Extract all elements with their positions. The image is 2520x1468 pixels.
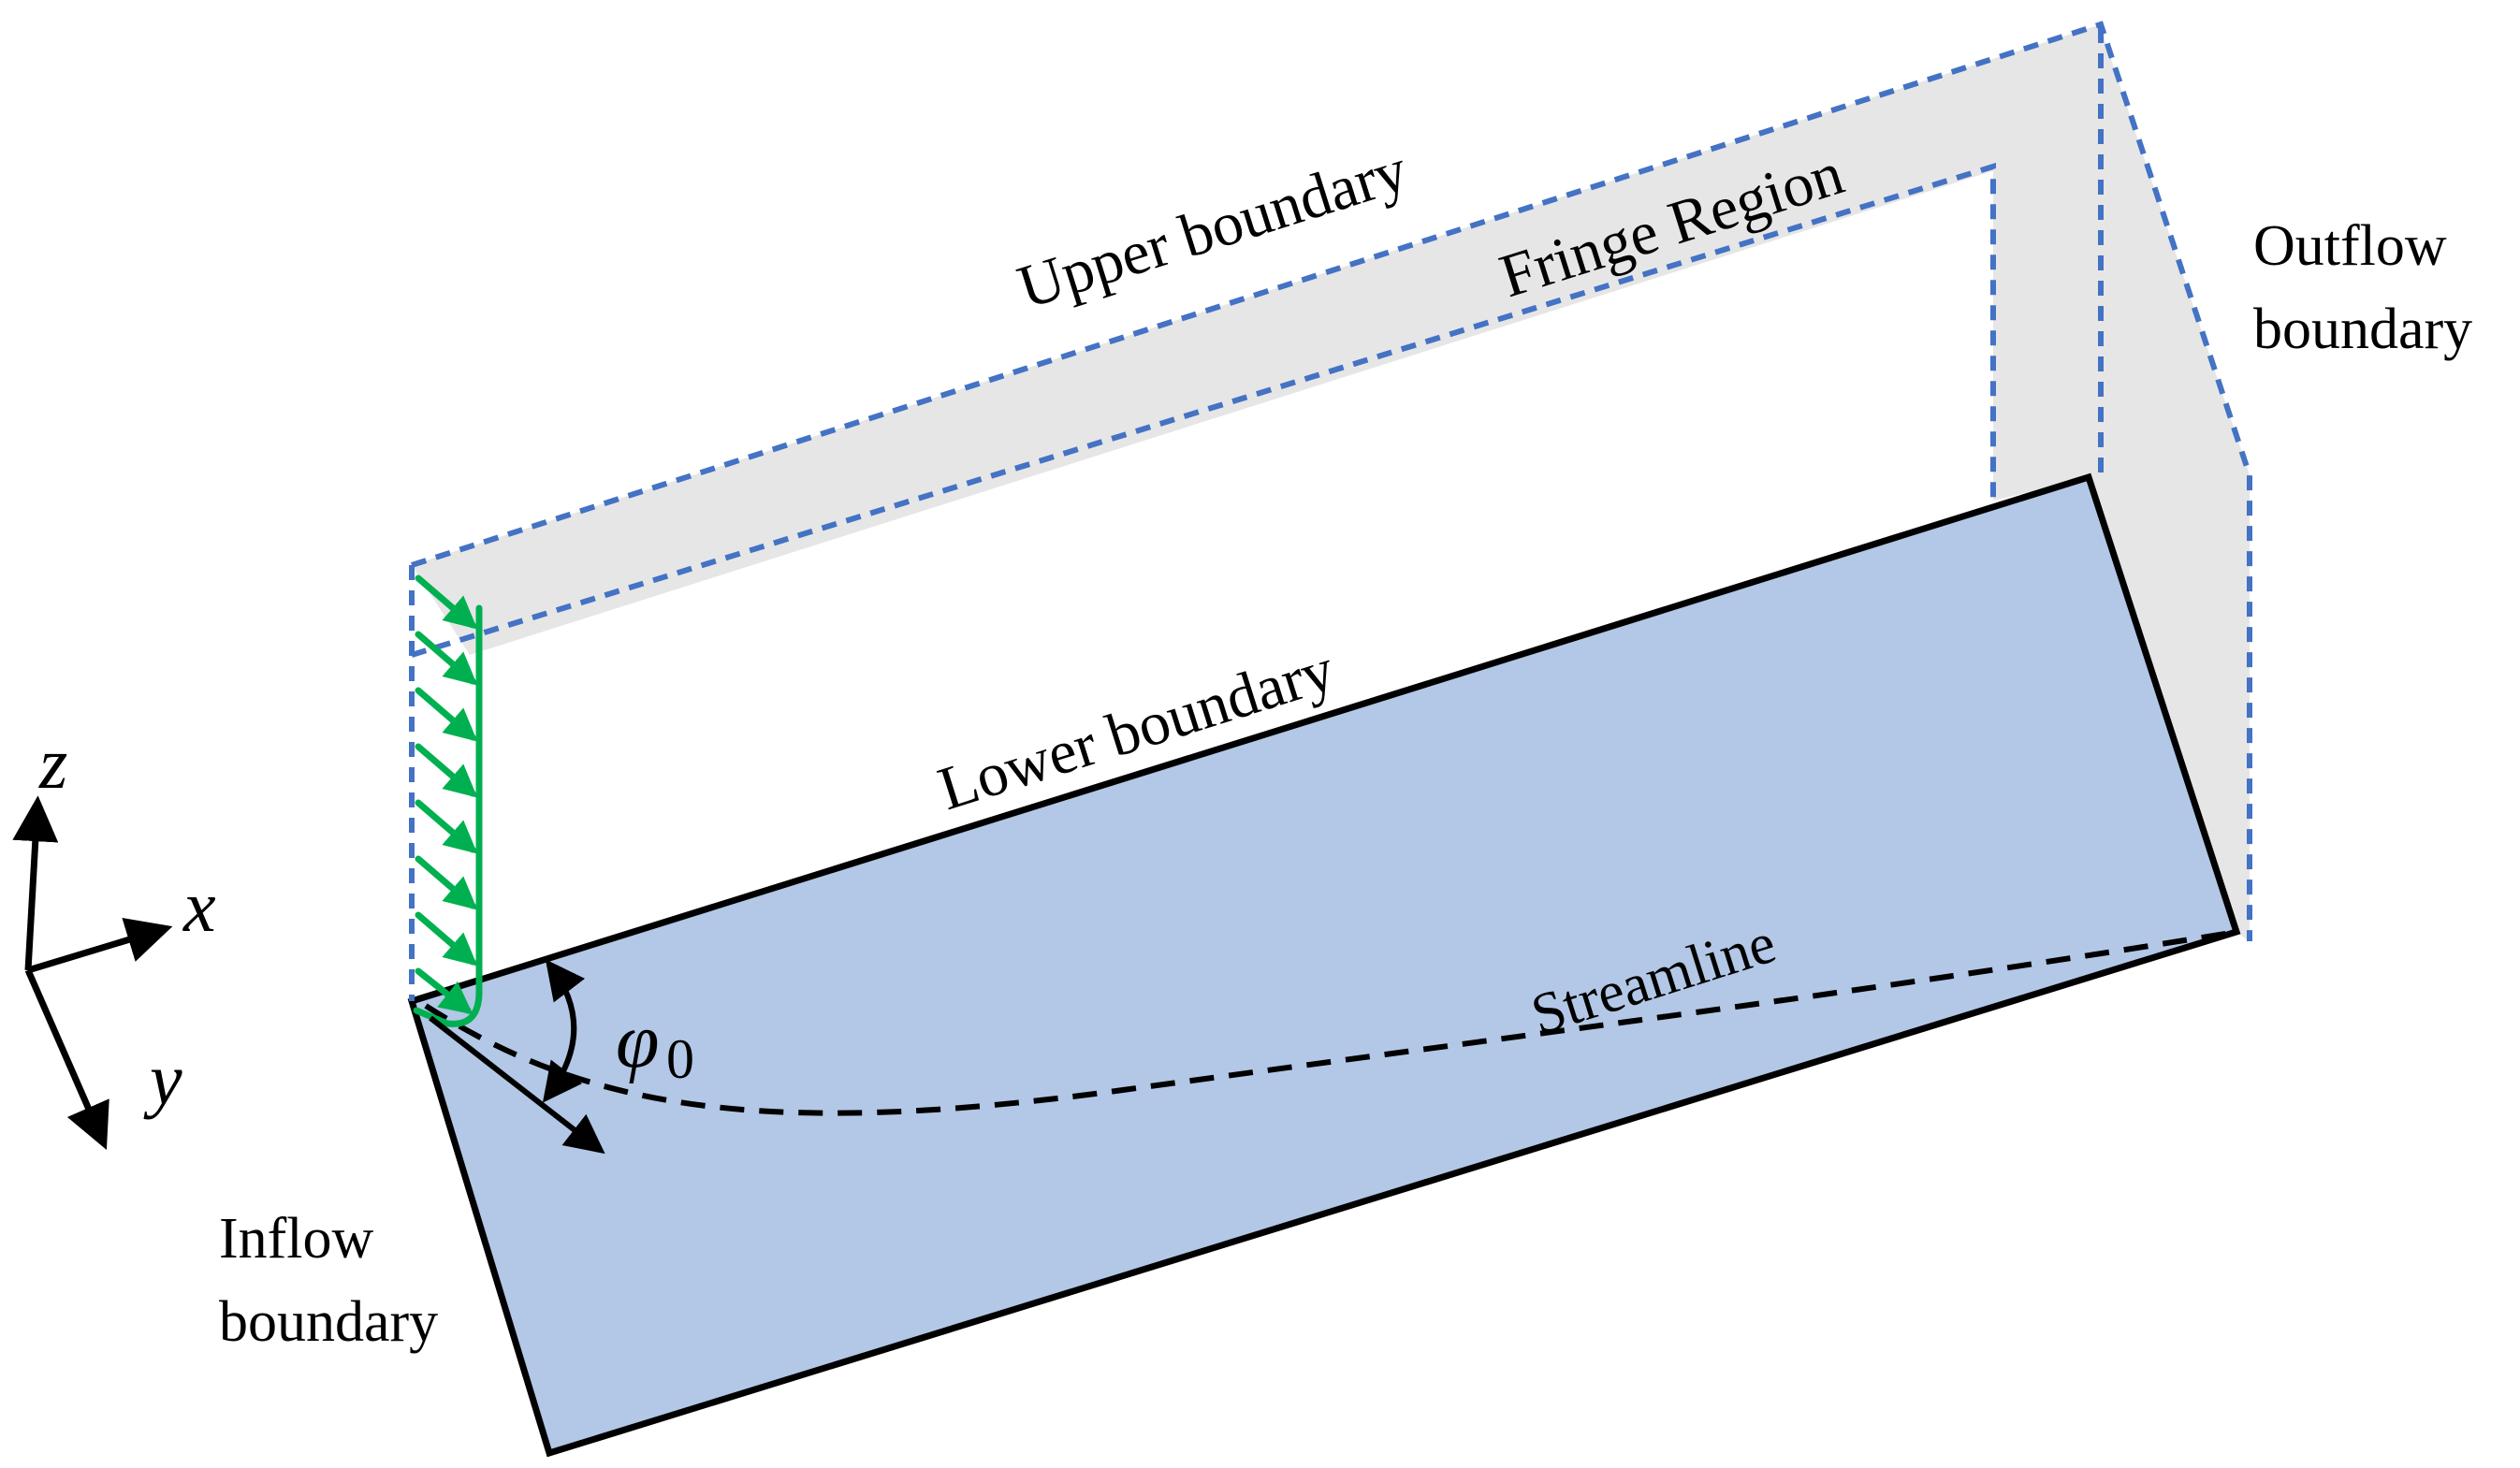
z-axis-label: z <box>38 722 67 804</box>
dashed-boundaries <box>409 21 2252 1001</box>
y-axis-label: y <box>143 1039 182 1120</box>
inflow-boundary-label-line2: boundary <box>219 1290 438 1354</box>
fringe-region-top <box>412 24 2101 655</box>
outflow-boundary-label-line1: Outflow <box>2253 214 2447 278</box>
y-axis <box>24 968 109 1150</box>
inflow-velocity-profile <box>413 574 483 1027</box>
angle-phi0-indicator <box>429 959 605 1155</box>
x-axis-label: x <box>182 865 216 947</box>
velocity-profile-curve <box>413 604 483 1027</box>
angle-phi-subscript: 0 <box>666 1028 694 1090</box>
angle-arc <box>542 959 586 1103</box>
lower-boundary-surface <box>407 472 2241 1458</box>
inflow-boundary-label-line1: Inflow <box>219 1207 374 1271</box>
fringe-region-side <box>2089 28 2250 941</box>
x-axis <box>26 917 173 974</box>
streamline-curve <box>424 929 2237 1116</box>
coordinate-axes <box>12 795 173 1150</box>
z-axis <box>12 795 59 971</box>
outflow-boundary-label-line2: boundary <box>2253 298 2472 361</box>
angle-phi-symbol: φ <box>616 997 659 1084</box>
inflow-direction-arrow <box>429 1015 605 1155</box>
upper-boundary-line <box>411 21 2252 941</box>
fringe-inner-line <box>411 162 1996 658</box>
